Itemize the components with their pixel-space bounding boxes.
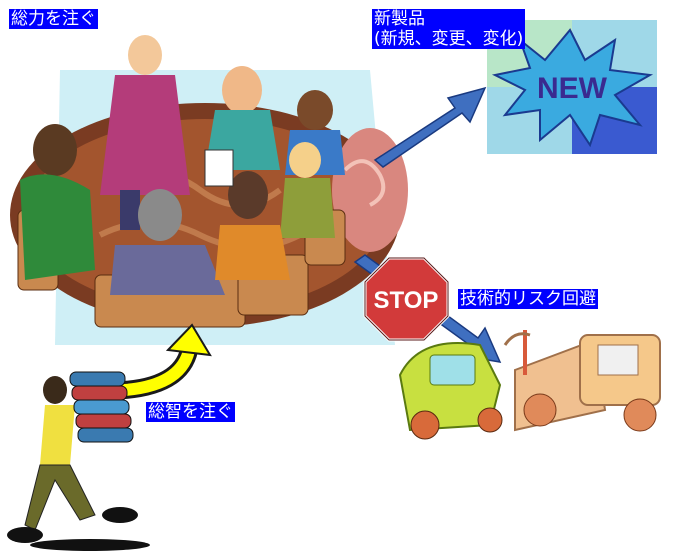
meeting-table-clipart — [10, 35, 408, 345]
yellow-arrow-icon — [116, 323, 212, 399]
new-product-label-line1: 新製品 — [374, 9, 425, 29]
stop-sign-icon: STOP — [363, 256, 450, 342]
stop-sign-text: STOP — [374, 287, 439, 314]
power-label: 総力を注ぐ — [9, 9, 98, 29]
risk-avoidance-label: 技術的リスク回避 — [458, 289, 598, 309]
new-sign-text: NEW — [537, 72, 608, 105]
person-carrying-books-clipart — [7, 371, 150, 551]
new-product-label-line2: (新規、変更、変化) — [374, 29, 524, 49]
new-product-label: 新製品 (新規、変更、変化) — [372, 9, 526, 49]
tow-truck-clipart — [398, 330, 661, 440]
wisdom-label: 総智を注ぐ — [146, 402, 235, 422]
